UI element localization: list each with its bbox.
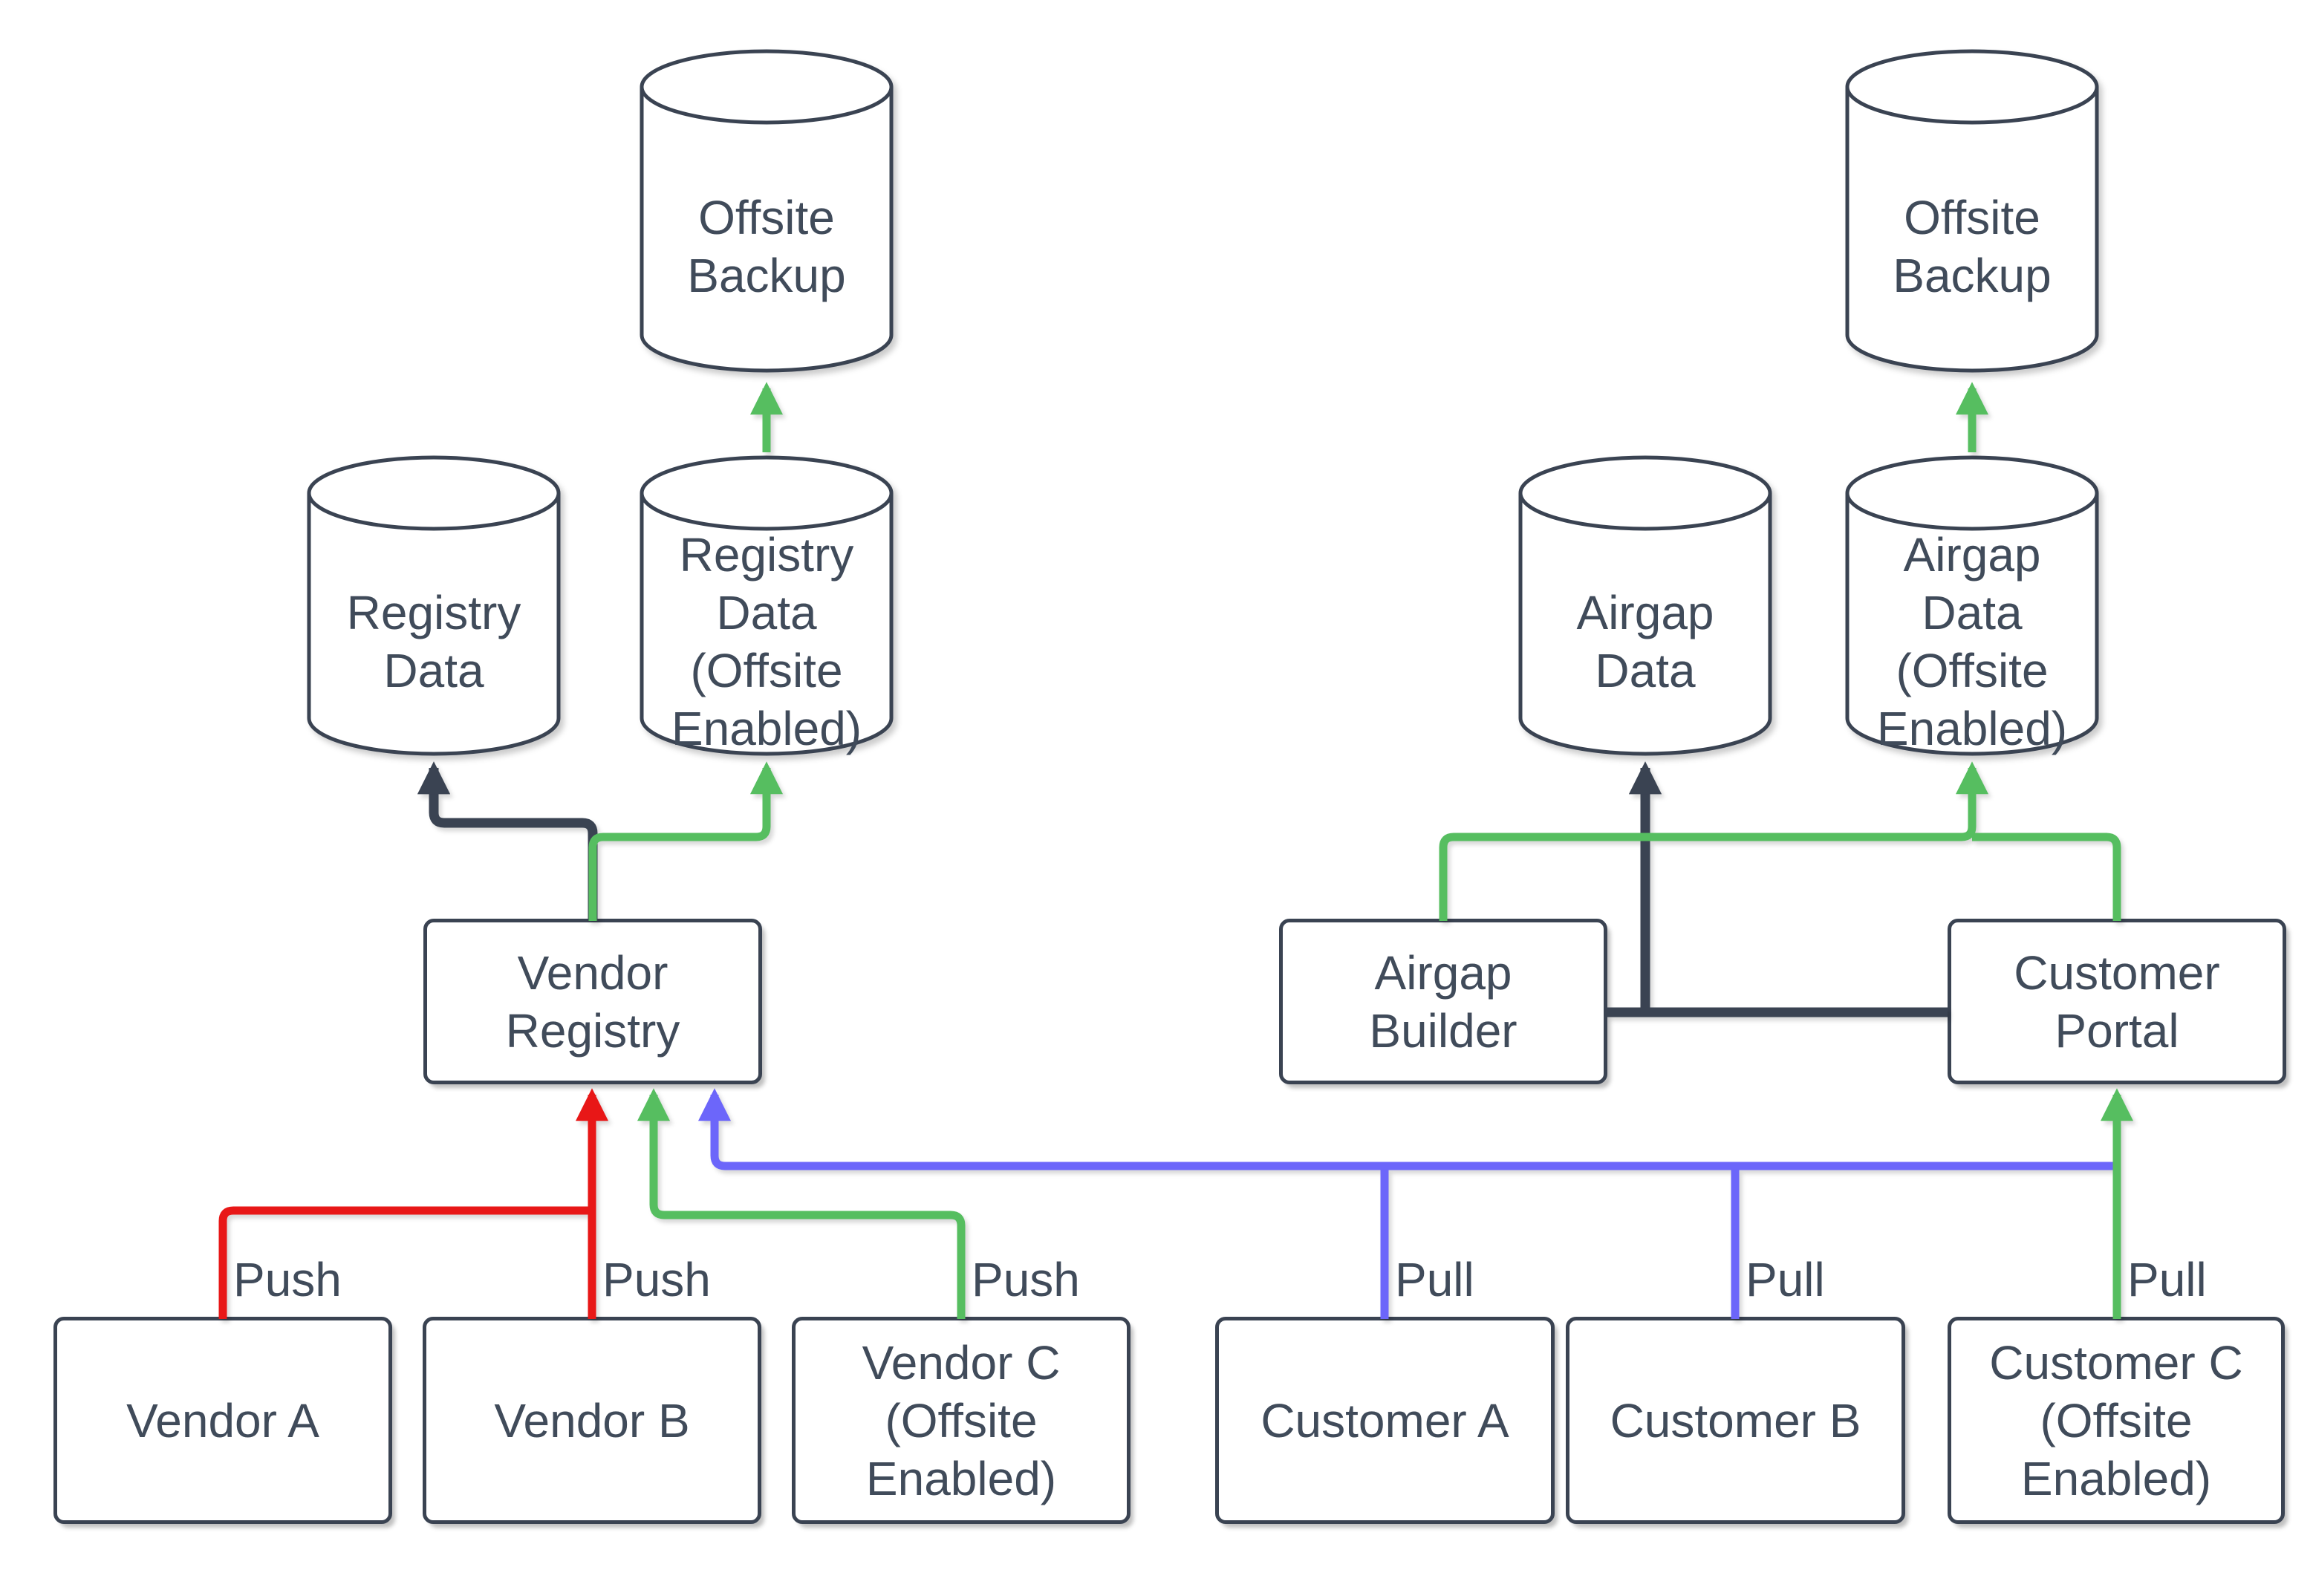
node-customer-portal: Customer Portal <box>1948 919 2286 1084</box>
edge-pull-to-vendor-registry <box>698 1088 2117 1170</box>
node-label: Airgap Builder <box>1369 945 1517 1058</box>
node-label: Vendor C (Offsite Enabled) <box>862 1335 1061 1505</box>
node-vendor-b: Vendor B <box>423 1317 761 1524</box>
database-cylinder-icon <box>1518 455 1772 756</box>
node-label: Vendor B <box>494 1393 690 1447</box>
cylinder-registry-data: Registry Data <box>306 455 562 758</box>
edge-label-push-vendor-a: Push <box>233 1253 342 1306</box>
node-label: Customer A <box>1260 1393 1509 1447</box>
edge-label-pull-customer-c: Pull <box>2127 1253 2207 1306</box>
node-label: Customer B <box>1610 1393 1861 1447</box>
node-customer-c: Customer C (Offsite Enabled) <box>1948 1317 2285 1524</box>
database-cylinder-icon <box>1845 49 2099 373</box>
cylinder-label: Offsite Backup <box>687 191 846 302</box>
cylinder-registry-data-offsite: Registry Data (Offsite Enabled) <box>639 455 894 758</box>
edge-label-pull-customer-b: Pull <box>1746 1253 1825 1306</box>
node-customer-a: Customer A <box>1215 1317 1555 1524</box>
node-label: Customer C (Offsite Enabled) <box>1989 1335 2243 1505</box>
edge-vendor-registry-to-registry-data-offsite <box>588 761 783 921</box>
database-cylinder-icon <box>640 455 894 756</box>
edge-customer-portal-to-airgap-data-offsite <box>1972 833 2121 921</box>
node-label: Vendor Registry <box>505 945 680 1058</box>
cylinder-label: Registry Data (Offsite Enabled) <box>671 527 862 755</box>
edge-airgap-builder-to-airgap-data-offsite <box>1439 761 1988 921</box>
edge-label-push-vendor-b: Push <box>602 1253 711 1306</box>
node-customer-b: Customer B <box>1566 1317 1905 1524</box>
database-cylinder-icon <box>1845 455 2099 756</box>
edge-vendor-registry-to-registry-data <box>417 761 598 921</box>
cylinder-airgap-data: Airgap Data <box>1517 455 1773 758</box>
cylinder-label: Registry Data <box>346 585 521 697</box>
cylinder-airgap-data-offsite: Airgap Data (Offsite Enabled) <box>1844 455 2100 758</box>
cylinder-offsite-backup-right: Offsite Backup <box>1844 48 2100 375</box>
node-airgap-builder: Airgap Builder <box>1279 919 1607 1084</box>
database-cylinder-icon <box>307 455 561 756</box>
node-vendor-c: Vendor C (Offsite Enabled) <box>792 1317 1131 1524</box>
cylinder-label: Airgap Data (Offsite Enabled) <box>1876 527 2068 755</box>
edge-label-pull-customer-a: Pull <box>1395 1253 1474 1306</box>
cylinder-offsite-backup-left: Offsite Backup <box>639 48 894 375</box>
cylinder-label: Airgap Data <box>1576 585 1714 697</box>
database-cylinder-icon <box>640 49 894 373</box>
cylinder-label: Offsite Backup <box>1893 191 2052 302</box>
node-vendor-a: Vendor A <box>53 1317 392 1524</box>
node-label: Vendor A <box>126 1393 319 1447</box>
node-vendor-registry: Vendor Registry <box>423 919 762 1084</box>
node-label: Customer Portal <box>2014 945 2220 1058</box>
edge-label-push-vendor-c: Push <box>972 1253 1080 1306</box>
